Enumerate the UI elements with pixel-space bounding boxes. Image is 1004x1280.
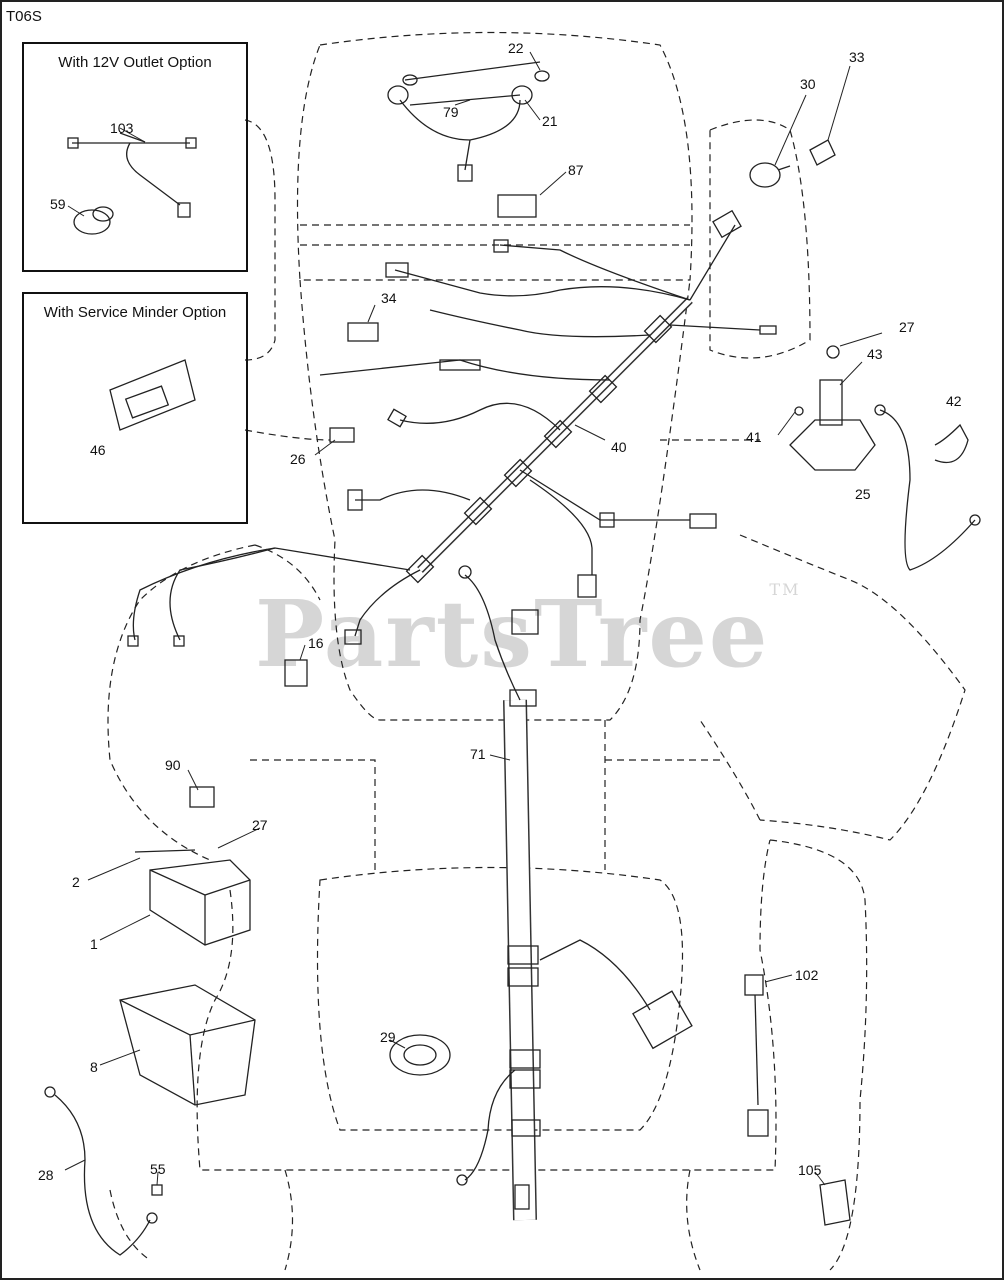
- battery-cable: [44, 1086, 163, 1256]
- callout-105: 105: [798, 1162, 822, 1178]
- callout-87: 87: [568, 162, 584, 178]
- callout-42: 42: [946, 393, 962, 409]
- service-minder-inset: With Service Minder Option: [22, 292, 248, 524]
- callout-34: 34: [381, 290, 397, 306]
- callout-25: 25: [855, 486, 871, 502]
- callout-46: 46: [90, 442, 106, 458]
- battery-group: [119, 849, 256, 1106]
- callout-2: 2: [72, 874, 80, 890]
- callout-71: 71: [470, 746, 486, 762]
- callout-43: 43: [867, 346, 883, 362]
- main-harness: [127, 209, 777, 647]
- leader-lines: [64, 51, 883, 1186]
- callout-1: 1: [90, 936, 98, 952]
- callout-21: 21: [542, 113, 558, 129]
- outlet-inset-parts: [67, 132, 197, 235]
- callout-8: 8: [90, 1059, 98, 1075]
- callout-16: 16: [308, 635, 324, 651]
- outlet-option-inset: With 12V Outlet Option: [22, 42, 248, 272]
- callout-55: 55: [150, 1161, 166, 1177]
- callout-27-battery: 27: [252, 817, 268, 833]
- components-top-right: [347, 139, 836, 342]
- callout-103: 103: [110, 120, 134, 136]
- callout-40: 40: [611, 439, 627, 455]
- callout-41: 41: [746, 429, 762, 445]
- callout-79: 79: [443, 104, 459, 120]
- outlet-option-title: With 12V Outlet Option: [58, 54, 212, 71]
- diagram-id: T06S: [6, 8, 42, 25]
- callout-27-top: 27: [899, 319, 915, 335]
- callout-59: 59: [50, 196, 66, 212]
- callout-26: 26: [290, 451, 306, 467]
- headlight-harness: [387, 61, 550, 182]
- callout-22: 22: [508, 40, 524, 56]
- service-minder-parts: [109, 359, 196, 431]
- callout-102: 102: [795, 967, 819, 983]
- tractor-outline: [107, 31, 966, 1271]
- callout-30: 30: [800, 76, 816, 92]
- misc-components: [189, 427, 851, 1226]
- harness-71: [456, 565, 693, 1221]
- service-minder-title: With Service Minder Option: [43, 304, 227, 321]
- callout-33: 33: [849, 49, 865, 65]
- callout-29: 29: [380, 1029, 396, 1045]
- solenoid-group: [789, 345, 981, 571]
- callout-90: 90: [165, 757, 181, 773]
- callout-28: 28: [38, 1167, 54, 1183]
